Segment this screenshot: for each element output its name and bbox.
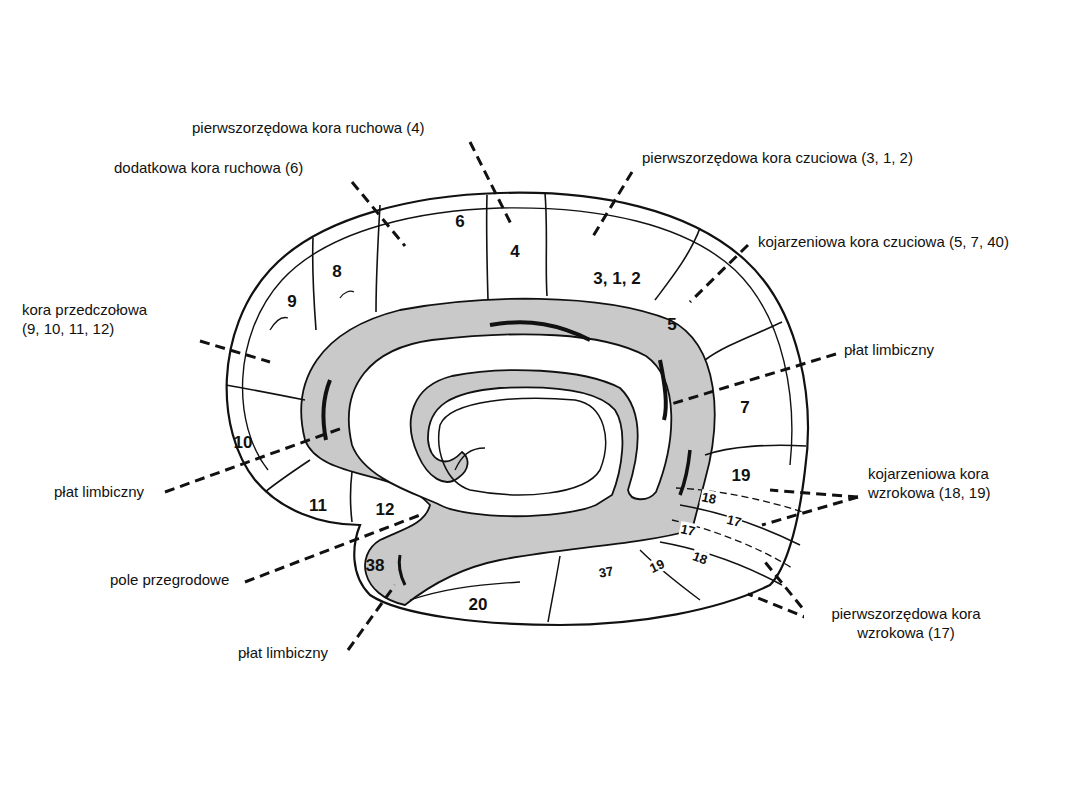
leader-line [165, 427, 345, 492]
area-number: 6 [455, 212, 464, 232]
leader-line [592, 172, 632, 238]
area-number: 19 [646, 556, 667, 577]
area-number: 7 [740, 398, 749, 418]
area-number: 11 [309, 496, 327, 516]
region-label: pole przegrodowe [108, 570, 231, 589]
area-number: 18 [699, 489, 718, 507]
area-number: 9 [287, 292, 296, 312]
leader-line [352, 182, 405, 246]
leader-line [348, 585, 395, 650]
region-label: dodatkowa kora ruchowa (6) [112, 158, 305, 177]
area-number: 17 [678, 521, 697, 539]
area-number: 20 [469, 595, 488, 615]
area-number: 8 [332, 262, 341, 282]
leader-line [245, 515, 420, 582]
area-number: 3, 1, 2 [593, 269, 640, 289]
region-label: płat limbiczny [236, 643, 330, 662]
region-label: płat limbiczny [52, 482, 146, 501]
area-number: 19 [732, 466, 751, 486]
leader-line [770, 490, 858, 497]
region-label: pierwszorzędowa kora wzrokowa (17) [804, 604, 1008, 642]
area-number: 4 [510, 242, 519, 262]
area-number: 10 [234, 433, 253, 453]
area-number: 12 [376, 500, 395, 520]
region-label: kojarzeniowa kora wzrokowa (18, 19) [866, 464, 1040, 502]
region-label: pierwszorzędowa kora czuciowa (3, 1, 2) [640, 148, 915, 167]
leader-line [470, 142, 512, 226]
leader-line [200, 341, 270, 362]
leader-line [668, 354, 836, 405]
leader-line [762, 497, 858, 525]
region-label: pierwszorzędowa kora ruchowa (4) [190, 118, 427, 137]
region-label: płat limbiczny [842, 340, 936, 359]
area-number: 18 [690, 548, 711, 568]
area-number: 5 [667, 315, 676, 335]
area-number: 38 [366, 556, 385, 576]
area-number: 37 [597, 563, 616, 581]
region-label: kojarzeniowa kora czuciowa (5, 7, 40) [756, 232, 1011, 251]
leader-line [690, 245, 748, 302]
area-number: 17 [724, 512, 744, 531]
region-label: kora przedczołowa (9, 10, 11, 12) [20, 300, 169, 338]
leader-line [748, 594, 812, 620]
